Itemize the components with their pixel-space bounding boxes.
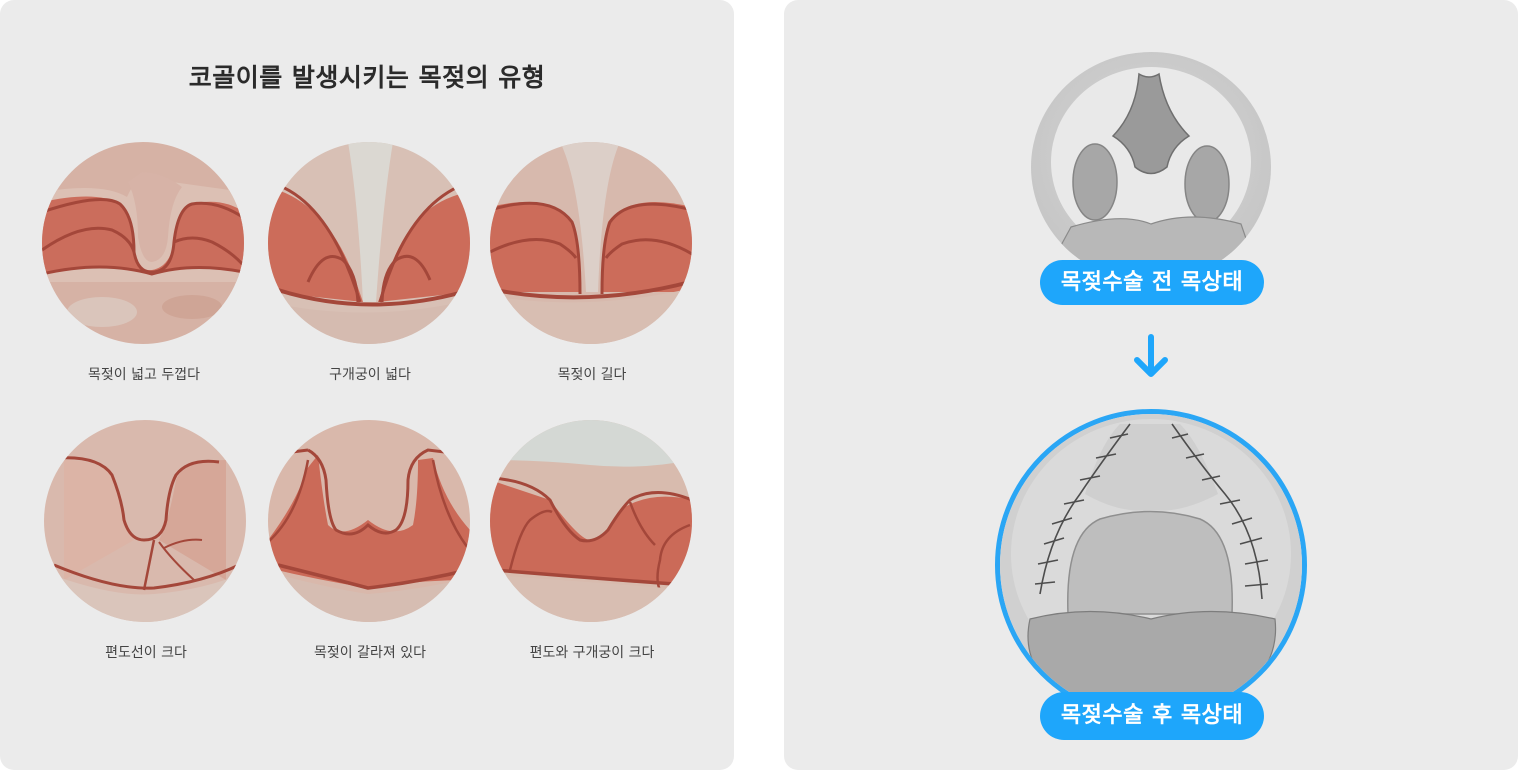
- uvula-type-card: 편도와 구개궁이 크다: [490, 420, 694, 661]
- uvula-type-card: 편도선이 크다: [44, 420, 248, 661]
- uvula-type-label: 편도선이 크다: [105, 645, 187, 661]
- split-uvula-illustration: [268, 420, 470, 622]
- uvula-types-panel: 코골이를 발생시키는 목젖의 유형 목젖이 넓고 두껍다: [0, 0, 734, 770]
- surgery-comparison-panel: 목젖수술 전 목상태 목젖수술 후 목상태: [784, 0, 1518, 770]
- uvula-type-card: 구개궁이 넓다: [268, 142, 472, 383]
- throat-after-surgery-photo: [995, 409, 1307, 721]
- large-tonsils-illustration: [44, 420, 246, 622]
- long-uvula-illustration: [490, 142, 692, 344]
- after-surgery-label: 목젖수술 후 목상태: [1040, 692, 1264, 740]
- uvula-type-card: 목젖이 넓고 두껍다: [42, 142, 246, 383]
- throat-before-surgery-photo: [1031, 52, 1271, 282]
- wide-palatal-arch-illustration: [268, 142, 470, 344]
- uvula-type-label: 편도와 구개궁이 크다: [529, 645, 655, 661]
- arrow-down-icon: [1131, 333, 1171, 379]
- uvula-type-label: 목젖이 갈라져 있다: [314, 645, 426, 661]
- large-tonsils-and-arch-illustration: [490, 420, 692, 622]
- uvula-type-label: 목젖이 넓고 두껍다: [88, 367, 200, 383]
- before-surgery-label: 목젖수술 전 목상태: [1040, 260, 1264, 305]
- uvula-type-card: 목젖이 갈라져 있다: [268, 420, 472, 661]
- uvula-type-card: 목젖이 길다: [490, 142, 694, 383]
- uvula-type-label: 목젖이 길다: [557, 367, 627, 383]
- wide-thick-uvula-illustration: [42, 142, 244, 344]
- uvula-type-label: 구개궁이 넓다: [329, 367, 411, 383]
- panel-title: 코골이를 발생시키는 목젖의 유형: [188, 63, 546, 92]
